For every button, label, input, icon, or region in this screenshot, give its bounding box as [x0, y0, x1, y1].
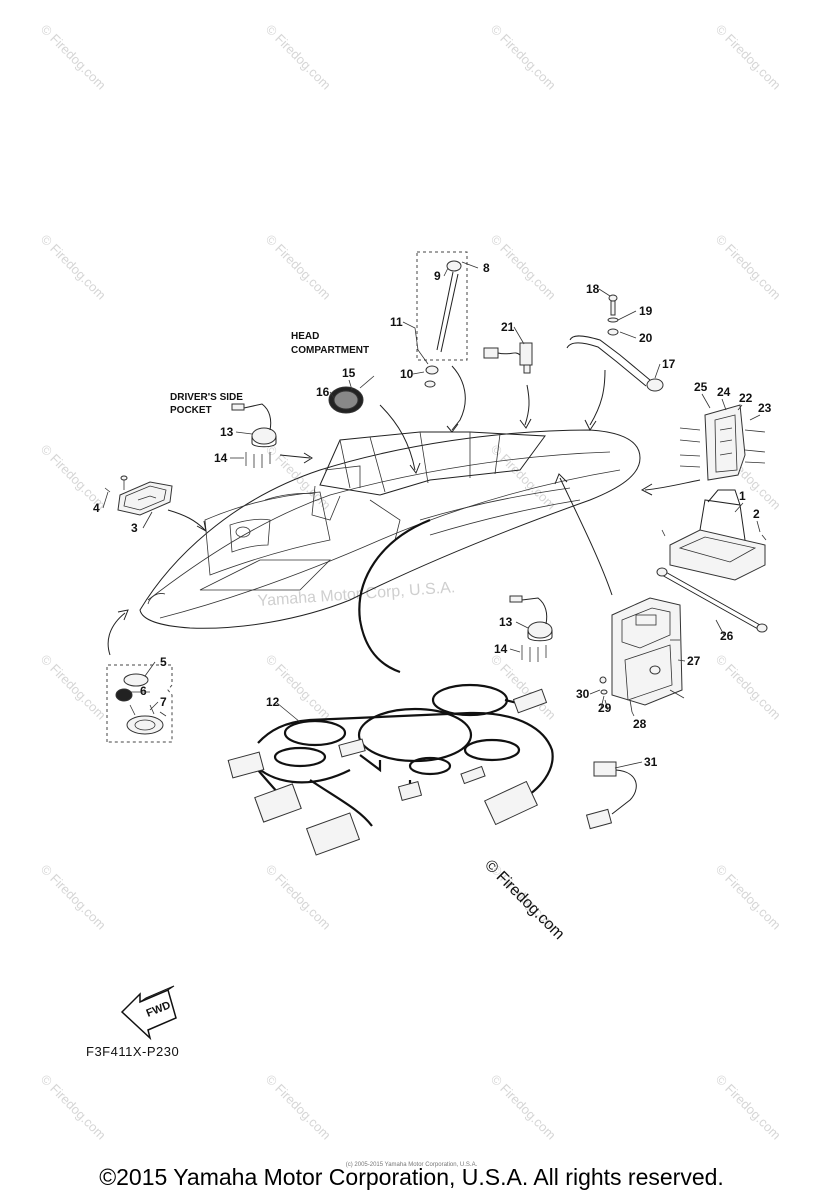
- diagram-code: F3F411X-P230: [86, 1044, 180, 1059]
- callout-23: 23: [758, 401, 772, 415]
- callout-28: 28: [633, 717, 647, 731]
- battery-box: [661, 489, 767, 581]
- callout-22: 22: [739, 391, 753, 405]
- callout-labels: 1 2 3 4 5 6 7 8 9 10 11 12 13 14 15 16 1…: [93, 261, 772, 769]
- callout-19: 19: [639, 304, 653, 318]
- watermark-2-2: © Firedog.com: [488, 442, 559, 513]
- callout-10: 10: [400, 367, 414, 381]
- callout-17: 17: [662, 357, 676, 371]
- watermark-1-2: © Firedog.com: [488, 232, 559, 303]
- callout-3: 3: [131, 521, 138, 535]
- callout-12: 12: [266, 695, 280, 709]
- callout-5: 5: [160, 655, 167, 669]
- caption-head-2: COMPARTMENT: [291, 345, 369, 356]
- callout-25: 25: [694, 380, 708, 394]
- small-copyright-note: (c) 2005-2015 Yamaha Motor Corporation, …: [345, 1162, 478, 1168]
- caption-pocket-2: POCKET: [170, 405, 212, 416]
- callout-16: 16: [316, 385, 330, 399]
- callout-29: 29: [598, 701, 612, 715]
- callout-9: 9: [434, 269, 441, 283]
- caption-head-1: HEAD: [291, 331, 319, 342]
- callout-21: 21: [501, 320, 515, 334]
- leader-lines: [102, 261, 761, 769]
- switch-21: [483, 342, 533, 429]
- drain-cup: [328, 375, 421, 475]
- watermark-5-1: © Firedog.com: [263, 1072, 334, 1143]
- watermark-1-1: © Firedog.com: [263, 232, 334, 303]
- copyright-footer: ©2015 Yamaha Motor Corporation, U.S.A. A…: [99, 1164, 724, 1190]
- watermark-5-0: © Firedog.com: [38, 1072, 109, 1143]
- callout-14: 14: [214, 451, 228, 465]
- watermark-5-3: © Firedog.com: [713, 1072, 784, 1143]
- watermark-4-0: © Firedog.com: [38, 862, 109, 933]
- callout-1: 1: [739, 489, 746, 503]
- drain-inset-5: [106, 609, 173, 743]
- watermark-3-0: © Firedog.com: [38, 652, 109, 723]
- watermark-3-1: © Firedog.com: [263, 652, 334, 723]
- callout-26: 26: [720, 629, 734, 643]
- callout-13-lower: 13: [499, 615, 513, 629]
- callout-2: 2: [753, 507, 760, 521]
- watermark-1-3: © Firedog.com: [713, 232, 784, 303]
- wire-harness-12: [227, 518, 554, 856]
- firedog-stamp: © Firedog.com: [481, 857, 567, 943]
- sensor-31: [585, 761, 637, 830]
- callout-31: 31: [644, 755, 658, 769]
- callout-14-lower: 14: [494, 642, 508, 656]
- callout-13: 13: [220, 425, 234, 439]
- boat-hull: [139, 429, 641, 629]
- control-box-27: [554, 473, 685, 713]
- stanchion-assembly: [416, 251, 468, 433]
- watermark-4-3: © Firedog.com: [713, 862, 784, 933]
- watermark-3-2: © Firedog.com: [488, 652, 559, 723]
- callout-4: 4: [93, 501, 100, 515]
- callout-7: 7: [160, 695, 167, 709]
- callout-24: 24: [717, 385, 731, 399]
- watermark-0-3: © Firedog.com: [713, 22, 784, 93]
- watermark-3-3: © Firedog.com: [713, 652, 784, 723]
- watermark-0-2: © Firedog.com: [488, 22, 559, 93]
- bracket-22: [640, 404, 766, 496]
- caption-pocket-1: DRIVER'S SIDE: [170, 392, 243, 403]
- callout-18: 18: [586, 282, 600, 296]
- watermark-0-1: © Firedog.com: [263, 22, 334, 93]
- callout-11: 11: [390, 315, 403, 329]
- pocket-hatch-3: [104, 475, 207, 532]
- cable-26: [656, 567, 768, 633]
- watermark-5-2: © Firedog.com: [488, 1072, 559, 1143]
- callout-20: 20: [639, 331, 653, 345]
- speaker-13-upper: [231, 403, 313, 468]
- watermark-1-0: © Firedog.com: [38, 232, 109, 303]
- callout-8: 8: [483, 261, 490, 275]
- watermark-4-1: © Firedog.com: [263, 862, 334, 933]
- speaker-13-lower: [509, 595, 553, 662]
- watermark-0-0: © Firedog.com: [38, 22, 109, 93]
- callout-6: 6: [140, 684, 147, 698]
- callout-30: 30: [576, 687, 590, 701]
- callout-27: 27: [687, 654, 701, 668]
- center-watermark: Yamaha Motor Corp, U.S.A.: [257, 579, 456, 610]
- fwd-arrow: FWD: [120, 985, 177, 1041]
- callout-15: 15: [342, 366, 356, 380]
